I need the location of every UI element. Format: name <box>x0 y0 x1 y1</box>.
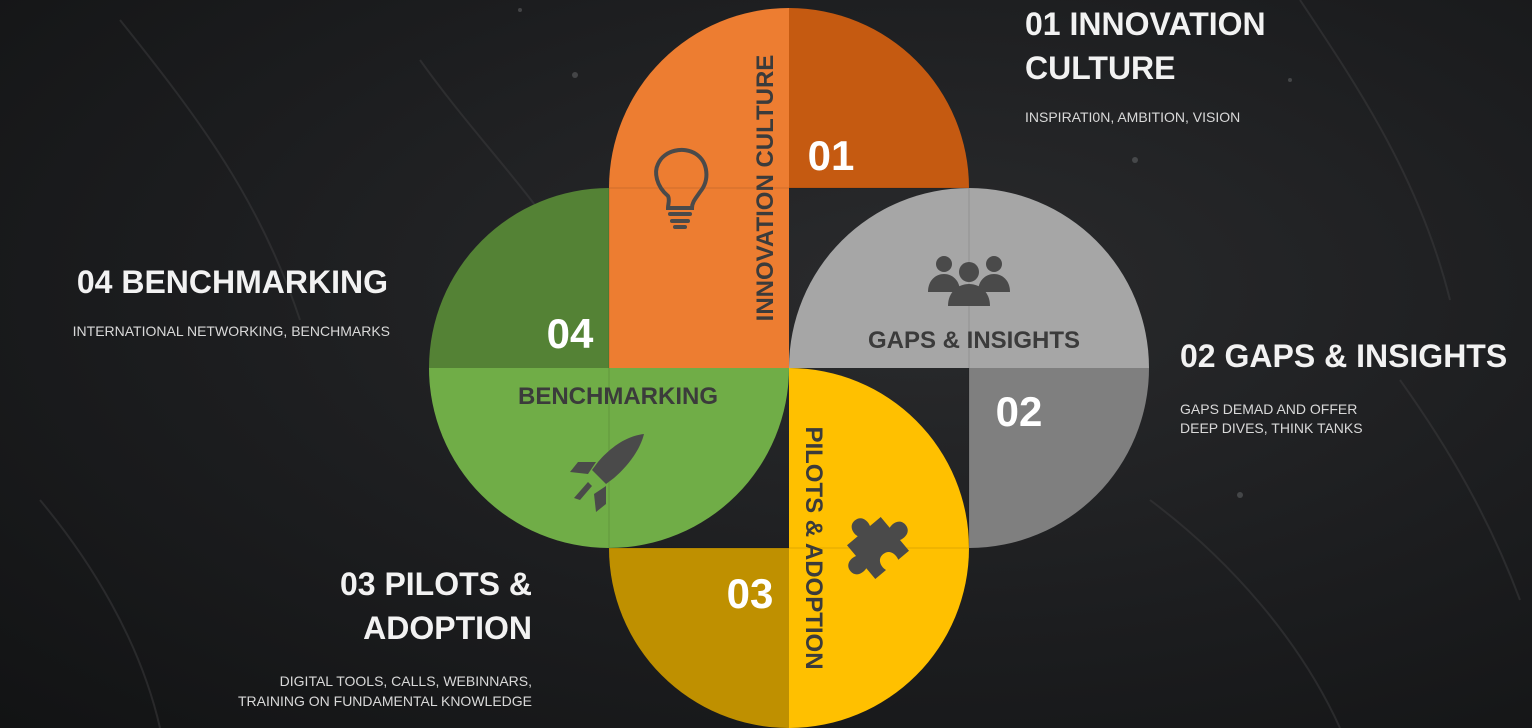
gaps-desc-line1: GAPS DEMAD AND OFFER <box>1180 401 1358 417</box>
quadrant-innovation[interactable] <box>609 8 969 368</box>
label-innovation: INNOVATION CULTURE <box>752 55 779 322</box>
gaps-heading: 02 GAPS & INSIGHTS <box>1180 338 1508 374</box>
number-innovation: 01 <box>808 132 855 179</box>
pilots-desc-line2: TRAINING ON FUNDAMENTAL KNOWLEDGE <box>237 693 532 709</box>
label-pilots: PILOTS & ADOPTION <box>800 426 827 669</box>
puzzle-piece-icon <box>847 517 909 579</box>
label-bench: BENCHMARKING <box>518 383 718 410</box>
pilots-heading-line2: ADOPTION <box>363 610 532 646</box>
pilots-heading-line1: 03 PILOTS & <box>339 566 532 602</box>
rocket-icon <box>570 434 644 512</box>
people-group-icon <box>928 256 1010 306</box>
innovation-heading-line2: CULTURE <box>1025 50 1176 86</box>
number-gaps: 02 <box>996 388 1043 435</box>
bench-heading: 04 BENCHMARKING <box>76 264 388 300</box>
label-gaps: GAPS & INSIGHTS <box>868 327 1080 354</box>
innovation-heading-line1: 01 INNOVATION <box>1025 6 1266 42</box>
gaps-desc-line2: DEEP DIVES, THINK TANKS <box>1180 420 1363 436</box>
innovation-desc: INSPIRATI0N, AMBITION, VISION <box>1025 109 1241 125</box>
number-pilots: 03 <box>727 570 774 617</box>
lightbulb-icon <box>654 147 709 229</box>
bench-desc: INTERNATIONAL NETWORKING, BENCHMARKS <box>72 323 390 339</box>
pilots-desc-line1: DIGITAL TOOLS, CALLS, WEBINNARS, <box>279 673 532 689</box>
number-bench: 04 <box>547 310 594 357</box>
